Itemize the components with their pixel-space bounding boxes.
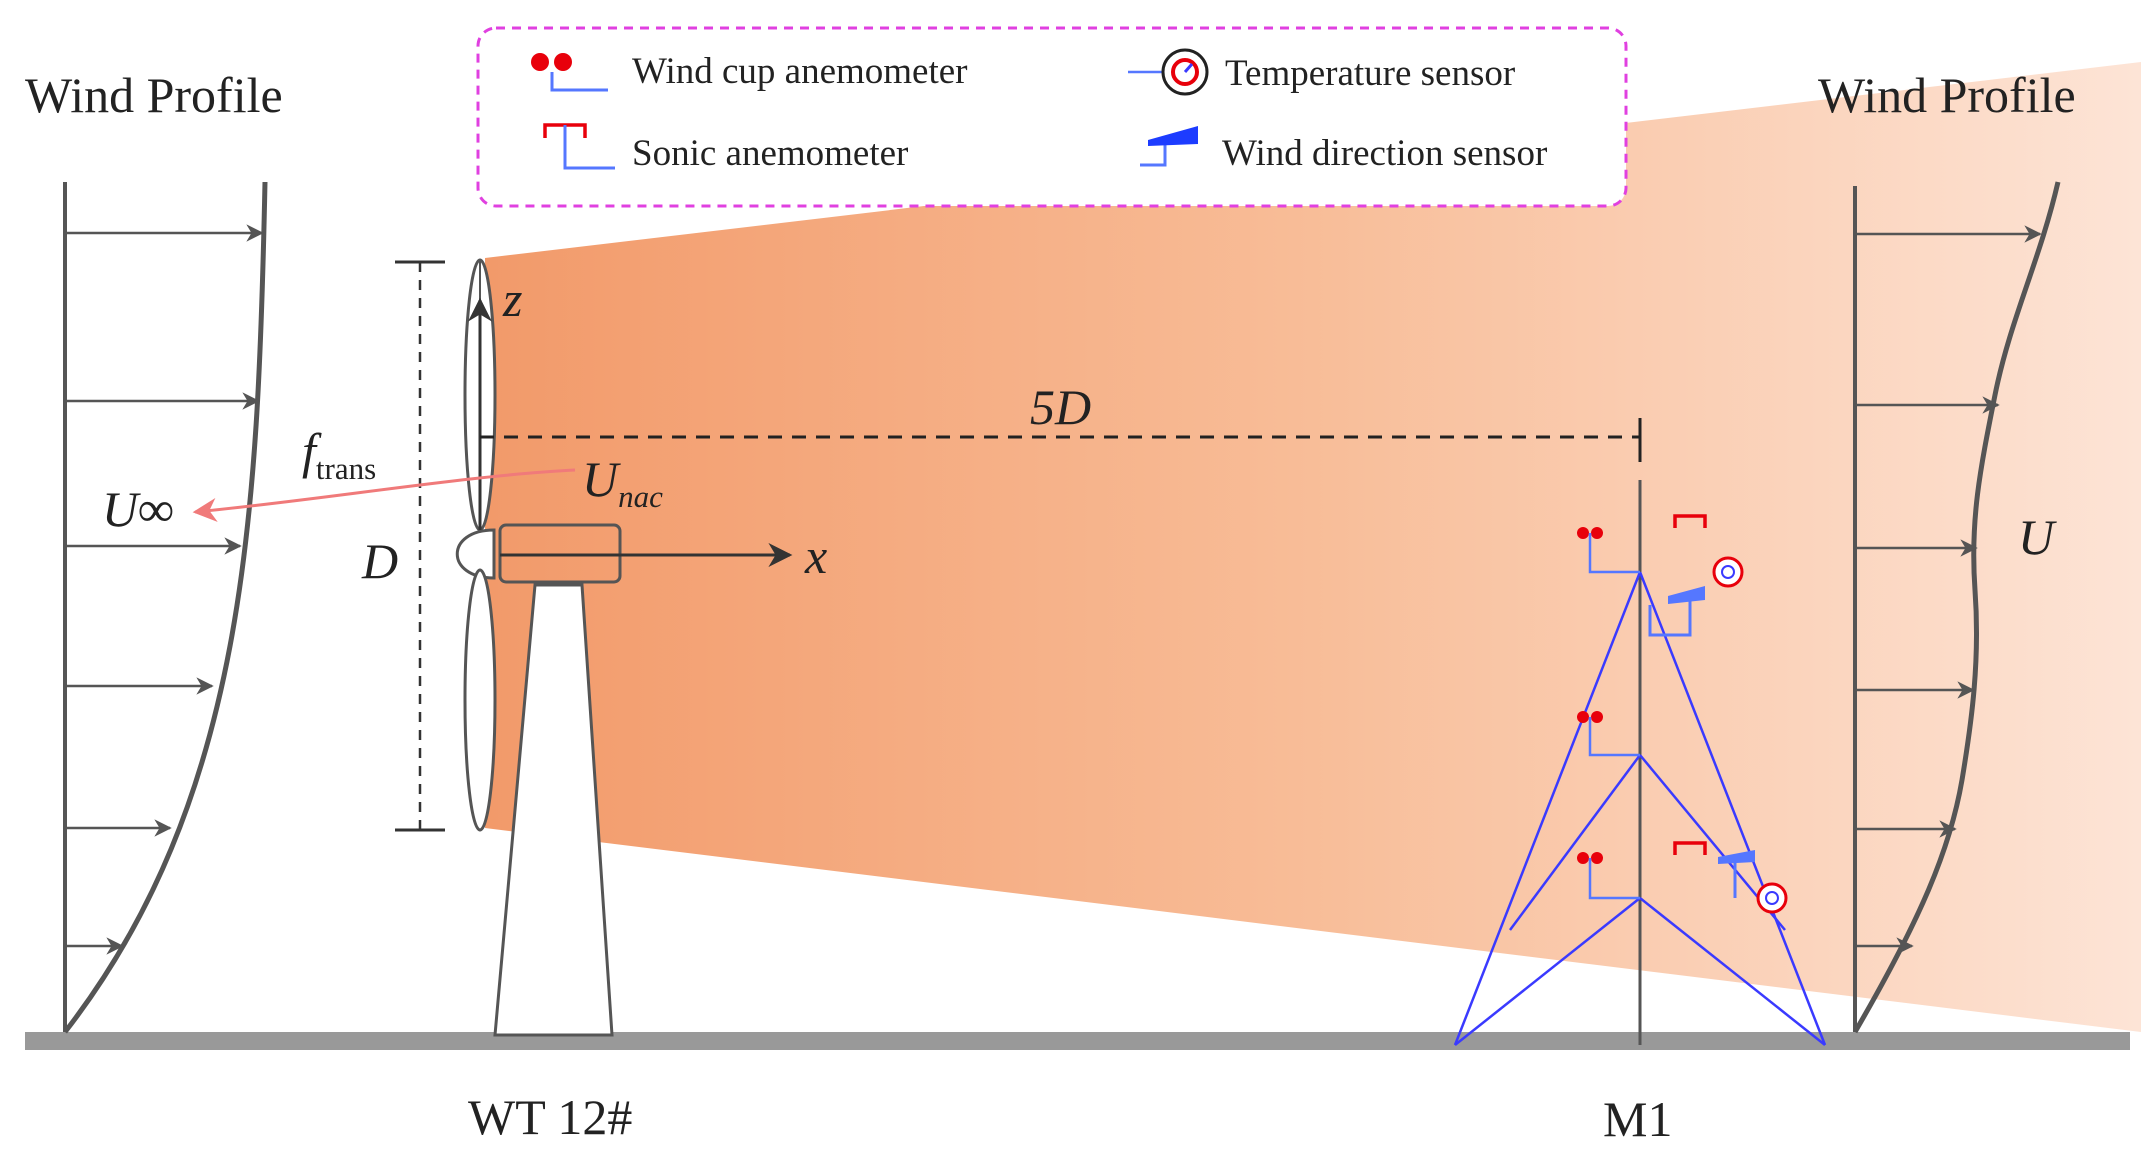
- legend-icons: [531, 48, 1209, 170]
- temperature-sensor-icon: [1712, 556, 1744, 588]
- ground: [25, 1032, 2130, 1050]
- f-trans-subscript: trans: [315, 450, 377, 486]
- wind-profile-right-label: Wind Profile: [1818, 67, 2076, 123]
- f-trans-base: f: [302, 423, 316, 479]
- turbine-tower: [493, 583, 614, 1037]
- legend-box: [476, 26, 1628, 208]
- wind-direction-sensor-icon: [1648, 598, 1692, 637]
- wind-cup-anemometer-icon: [1577, 852, 1589, 864]
- u-infinity-label: U∞: [102, 481, 174, 537]
- legend-cup-label: Wind cup anemometer: [632, 51, 968, 92]
- met-mast: [1453, 480, 1827, 1046]
- middle-level-sensors: [1577, 711, 1640, 757]
- diameter-label: D: [362, 533, 399, 589]
- u-label: U: [2018, 509, 2055, 565]
- lower-level-sensors: [1577, 841, 1788, 914]
- legend-temperature-label: Temperature sensor: [1225, 53, 1516, 94]
- z-axis-label: z: [503, 271, 523, 327]
- mast-label: M1: [1603, 1091, 1673, 1147]
- turbine-hub: [455, 528, 496, 580]
- wind-profile-left-label: Wind Profile: [25, 67, 283, 123]
- legend-direction-label: Wind direction sensor: [1222, 133, 1548, 174]
- u-nac-base: U: [582, 451, 619, 507]
- sonic-anemometer-icon: [1673, 841, 1707, 855]
- legend-sonic-label: Sonic anemometer: [632, 133, 909, 174]
- distance-5d-label: 5D: [1030, 379, 1092, 435]
- u-nac-subscript: nac: [618, 478, 663, 514]
- f-trans-label: ftrans: [302, 422, 376, 487]
- x-axis-label: x: [805, 528, 828, 584]
- wind-cup-anemometer-icon: [1577, 527, 1589, 539]
- wind-cup-anemometer-icon: [1577, 711, 1589, 723]
- transfer-function-arrow: [192, 468, 576, 522]
- left-wind-profile: [63, 181, 268, 1034]
- u-nac-label: Unac: [582, 450, 663, 515]
- turbine-blade-lower: [463, 568, 497, 832]
- wind-direction-sensor-icon: [1140, 140, 1167, 167]
- turbine-label: WT 12#: [468, 1089, 633, 1145]
- right-wind-profile: [1852, 181, 2061, 1034]
- wake-region: [485, 62, 2141, 1032]
- diameter-dimension: [395, 260, 445, 832]
- sonic-anemometer-icon: [1673, 514, 1707, 528]
- temperature-sensor-icon: [1756, 882, 1788, 914]
- top-level-sensors: [1577, 514, 1744, 637]
- wind-cup-anemometer-icon: [531, 53, 549, 71]
